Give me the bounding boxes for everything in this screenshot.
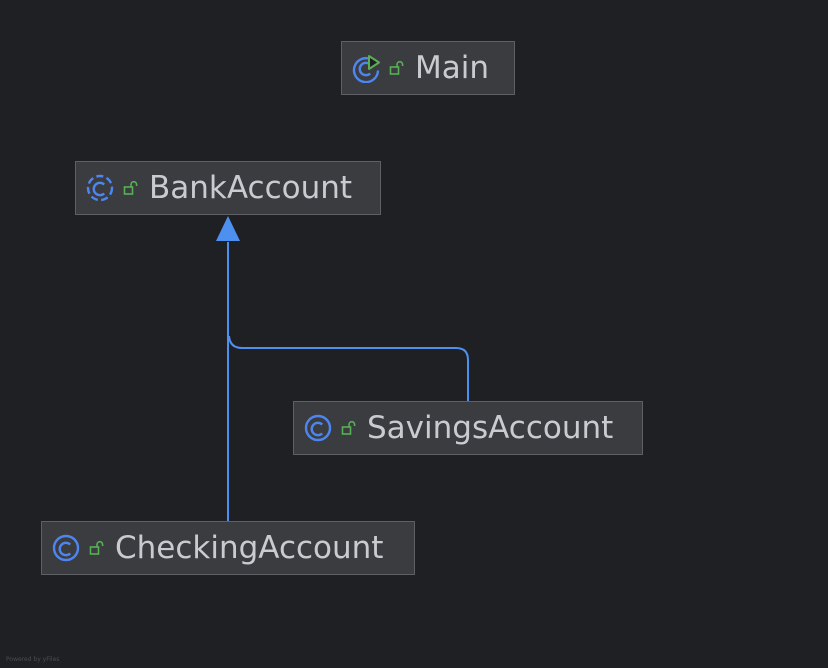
inheritance-arrowhead <box>216 216 240 241</box>
class-label: CheckingAccount <box>115 529 384 566</box>
class-node-bankaccount[interactable]: BankAccount <box>75 161 381 215</box>
public-lock-icon <box>341 420 357 436</box>
class-node-checkingaccount[interactable]: CheckingAccount <box>41 521 415 575</box>
public-lock-icon <box>123 180 139 196</box>
runnable-class-icon <box>351 53 381 84</box>
class-label: SavingsAccount <box>367 409 614 446</box>
edge-savings-to-bank[interactable] <box>228 335 469 401</box>
class-c-icon <box>51 533 81 563</box>
class-label: BankAccount <box>149 169 353 206</box>
class-node-main[interactable]: Main <box>341 41 515 95</box>
public-lock-icon <box>389 60 405 76</box>
powered-by-watermark: Powered by yFiles <box>6 656 60 663</box>
class-node-savingsaccount[interactable]: SavingsAccount <box>293 401 643 455</box>
public-lock-icon <box>89 540 105 556</box>
class-label: Main <box>415 49 490 86</box>
run-triangle-icon <box>368 55 380 70</box>
abstract-class-icon <box>85 173 115 203</box>
class-c-icon <box>303 413 333 443</box>
